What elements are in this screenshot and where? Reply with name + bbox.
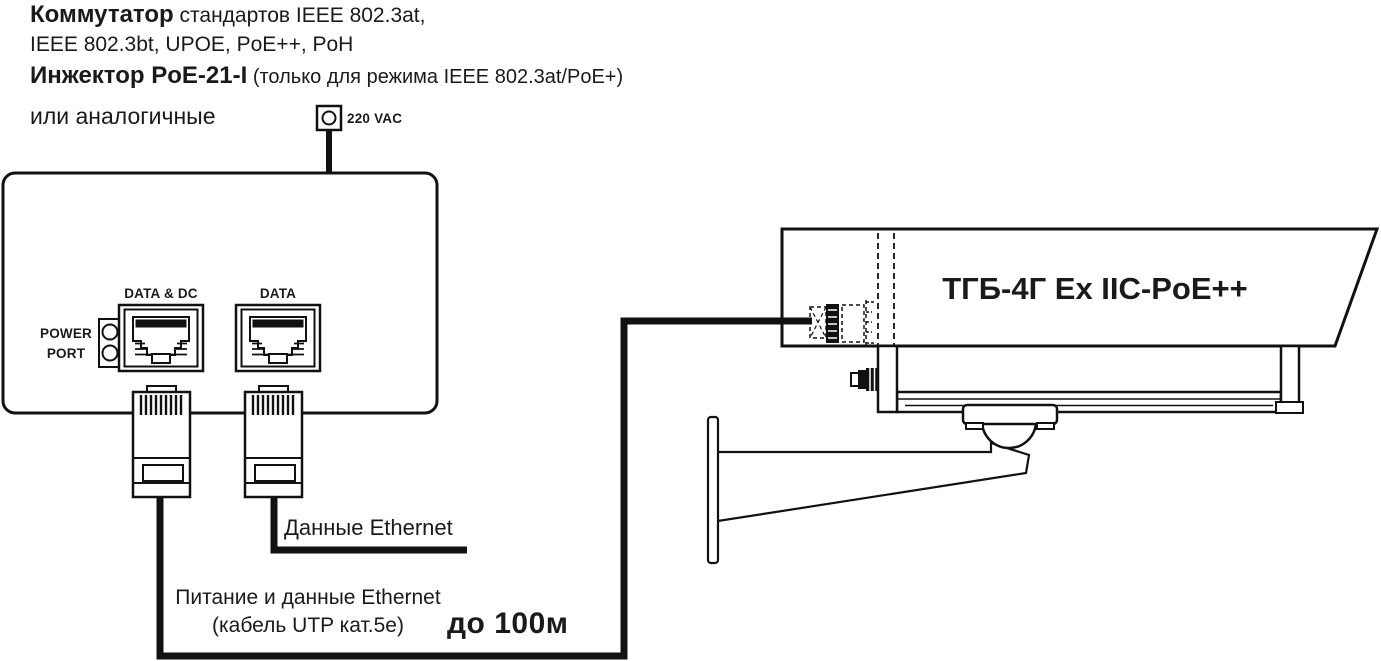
- annotation-switch-title: Коммутатор стандартов IEEE 802.3at,: [30, 1, 425, 29]
- camera-side-bolt: [850, 368, 878, 391]
- power-label: POWER: [39, 326, 92, 341]
- switch-title-bold: Коммутатор: [30, 1, 174, 28]
- power-port-label: POWER PORT: [38, 324, 94, 364]
- camera-right-post: [1279, 344, 1301, 406]
- rj45-jack-data: [234, 303, 322, 373]
- annotation-switch-standards: IEEE 802.3bt, UPOE, PoE++, PoH: [30, 33, 354, 56]
- injector-title-rest: (только для режима IEEE 802.3at/PoE+): [247, 66, 624, 88]
- camera-right-post-foot: [1275, 401, 1304, 414]
- bracket-arm: [715, 441, 1031, 523]
- camera-model-label: ТГБ-4Г Ex IIC-PoE++: [942, 271, 1248, 306]
- port-data-dc-label: DATA & DC: [124, 286, 198, 301]
- rj45-plug-power-data: [131, 385, 192, 499]
- port-label: PORT: [46, 346, 86, 361]
- annotation-injector-title: Инжектор PoE-21-I (только для режима IEE…: [30, 62, 623, 90]
- power-outlet-icon: [315, 104, 343, 176]
- camera: [706, 227, 1380, 565]
- uplink-cable-label-line2: (кабель UTP кат.5е): [212, 614, 404, 637]
- ball-joint: [980, 420, 1038, 450]
- switch-box: [1, 171, 439, 415]
- port-data-label: DATA: [259, 286, 297, 301]
- mount-foot-left: [965, 422, 984, 430]
- cable-power-data: [156, 317, 812, 660]
- switch-title-rest: стандартов IEEE 802.3at,: [173, 4, 426, 27]
- annotation-alternatives: или аналогичные: [30, 103, 216, 129]
- camera-conduit-dashed: [877, 233, 895, 345]
- mount-block: [961, 403, 1059, 426]
- camera-rail: [895, 390, 1283, 414]
- cable-data: [270, 496, 467, 554]
- rj45-jack-data-dc: [117, 303, 205, 373]
- mount-foot-right: [1036, 422, 1055, 430]
- camera-left-post: [876, 344, 899, 414]
- max-distance-label: до 100м: [447, 607, 569, 640]
- power-source-label: 220 VAC: [347, 111, 403, 126]
- power-port-led-panel: [98, 318, 122, 368]
- wall-plate: [706, 415, 720, 565]
- injector-title-bold: Инжектор PoE-21-I: [30, 62, 248, 89]
- uplink-cable-label-line1: Питание и данные Ethernet: [175, 586, 441, 609]
- rj45-plug-data: [243, 385, 304, 499]
- camera-cable-gland: [809, 300, 875, 345]
- camera-enclosure: [780, 227, 1380, 348]
- data-cable-label: Данные Ethernet: [284, 515, 453, 540]
